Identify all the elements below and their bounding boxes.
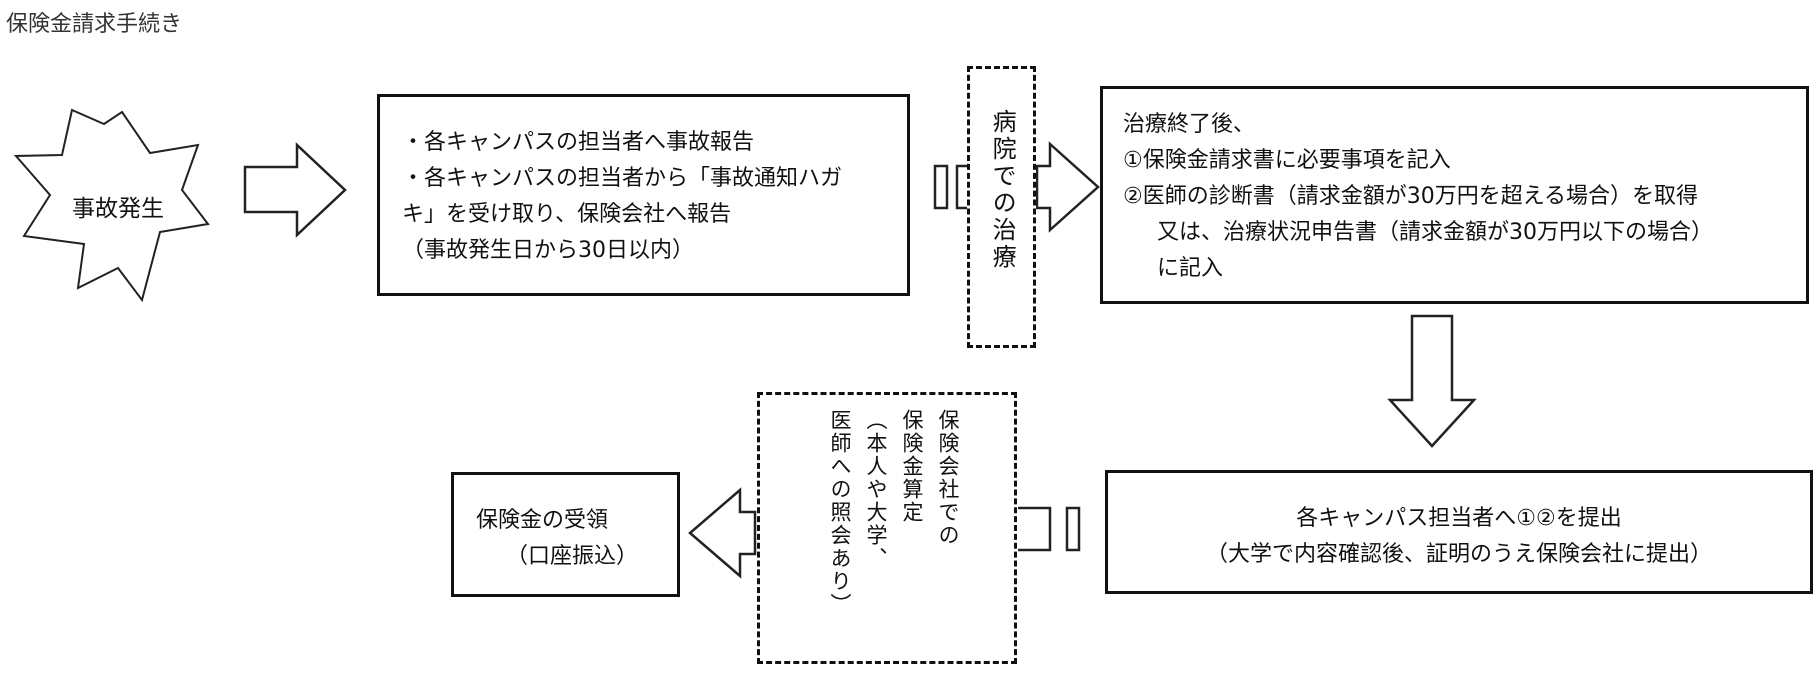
after-line: 又は、治療状況申告書（請求金額が30万円以下の場合）: [1157, 220, 1713, 245]
arrow-left: [688, 487, 757, 579]
calc-column: （本人や大学、: [864, 409, 888, 570]
report-line: ・各キャンパスの担当者から「事故通知ハガ: [402, 166, 843, 191]
report-line: キ」を受け取り、保険会社へ報告: [402, 202, 732, 227]
after-line: ②医師の診断書（請求金額が30万円を超える場合）を取得: [1123, 184, 1699, 209]
report-line: ・各キャンパスの担当者へ事故報告: [402, 130, 755, 155]
receipt-line: 保険金の受領: [476, 508, 609, 533]
connector-line-submit: [1018, 506, 1052, 552]
submit-line: 各キャンパス担当者へ①②を提出: [1296, 506, 1622, 531]
calc-column: 医師への照会あり）: [828, 409, 852, 616]
receipt-box: 保険金の受領 （口座振込）: [451, 472, 680, 597]
submit-line: （大学で内容確認後、証明のうえ保険会社に提出）: [1205, 542, 1712, 567]
page-title: 保険金請求手続き: [6, 12, 183, 37]
calc-column: 保険金算定: [900, 409, 924, 524]
after-line: ①保険金請求書に必要事項を記入: [1123, 148, 1451, 173]
hospital-treatment-box: 病院での治療: [967, 66, 1036, 348]
after-line: に記入: [1157, 256, 1224, 281]
report-line: （事故発生日から30日以内）: [402, 238, 694, 263]
after-treatment-box: 治療終了後、 ①保険金請求書に必要事項を記入 ②医師の診断書（請求金額が30万円…: [1100, 86, 1809, 304]
arrow-down: [1387, 314, 1477, 448]
arrow-right-1: [243, 142, 347, 238]
start-node-label: 事故発生: [72, 196, 164, 222]
accident-star-shape: [13, 108, 210, 303]
submit-box: 各キャンパス担当者へ①②を提出 （大学で内容確認後、証明のうえ保険会社に提出）: [1105, 470, 1813, 594]
calc-column: 保険会社での: [936, 409, 960, 547]
report-box: ・各キャンパスの担当者へ事故報告 ・各キャンパスの担当者から「事故通知ハガ キ」…: [377, 94, 910, 296]
insurance-calculation-box: 保険会社での 保険金算定 （本人や大学、 医師への照会あり）: [757, 392, 1017, 664]
connector-mark-1: [933, 164, 949, 210]
receipt-line: （口座振込）: [506, 544, 639, 569]
after-line: 治療終了後、: [1123, 112, 1256, 137]
arrow-right-2: [1035, 141, 1100, 233]
connector-mark-3: [1065, 506, 1081, 552]
hospital-label: 病院での治療: [988, 109, 1017, 271]
